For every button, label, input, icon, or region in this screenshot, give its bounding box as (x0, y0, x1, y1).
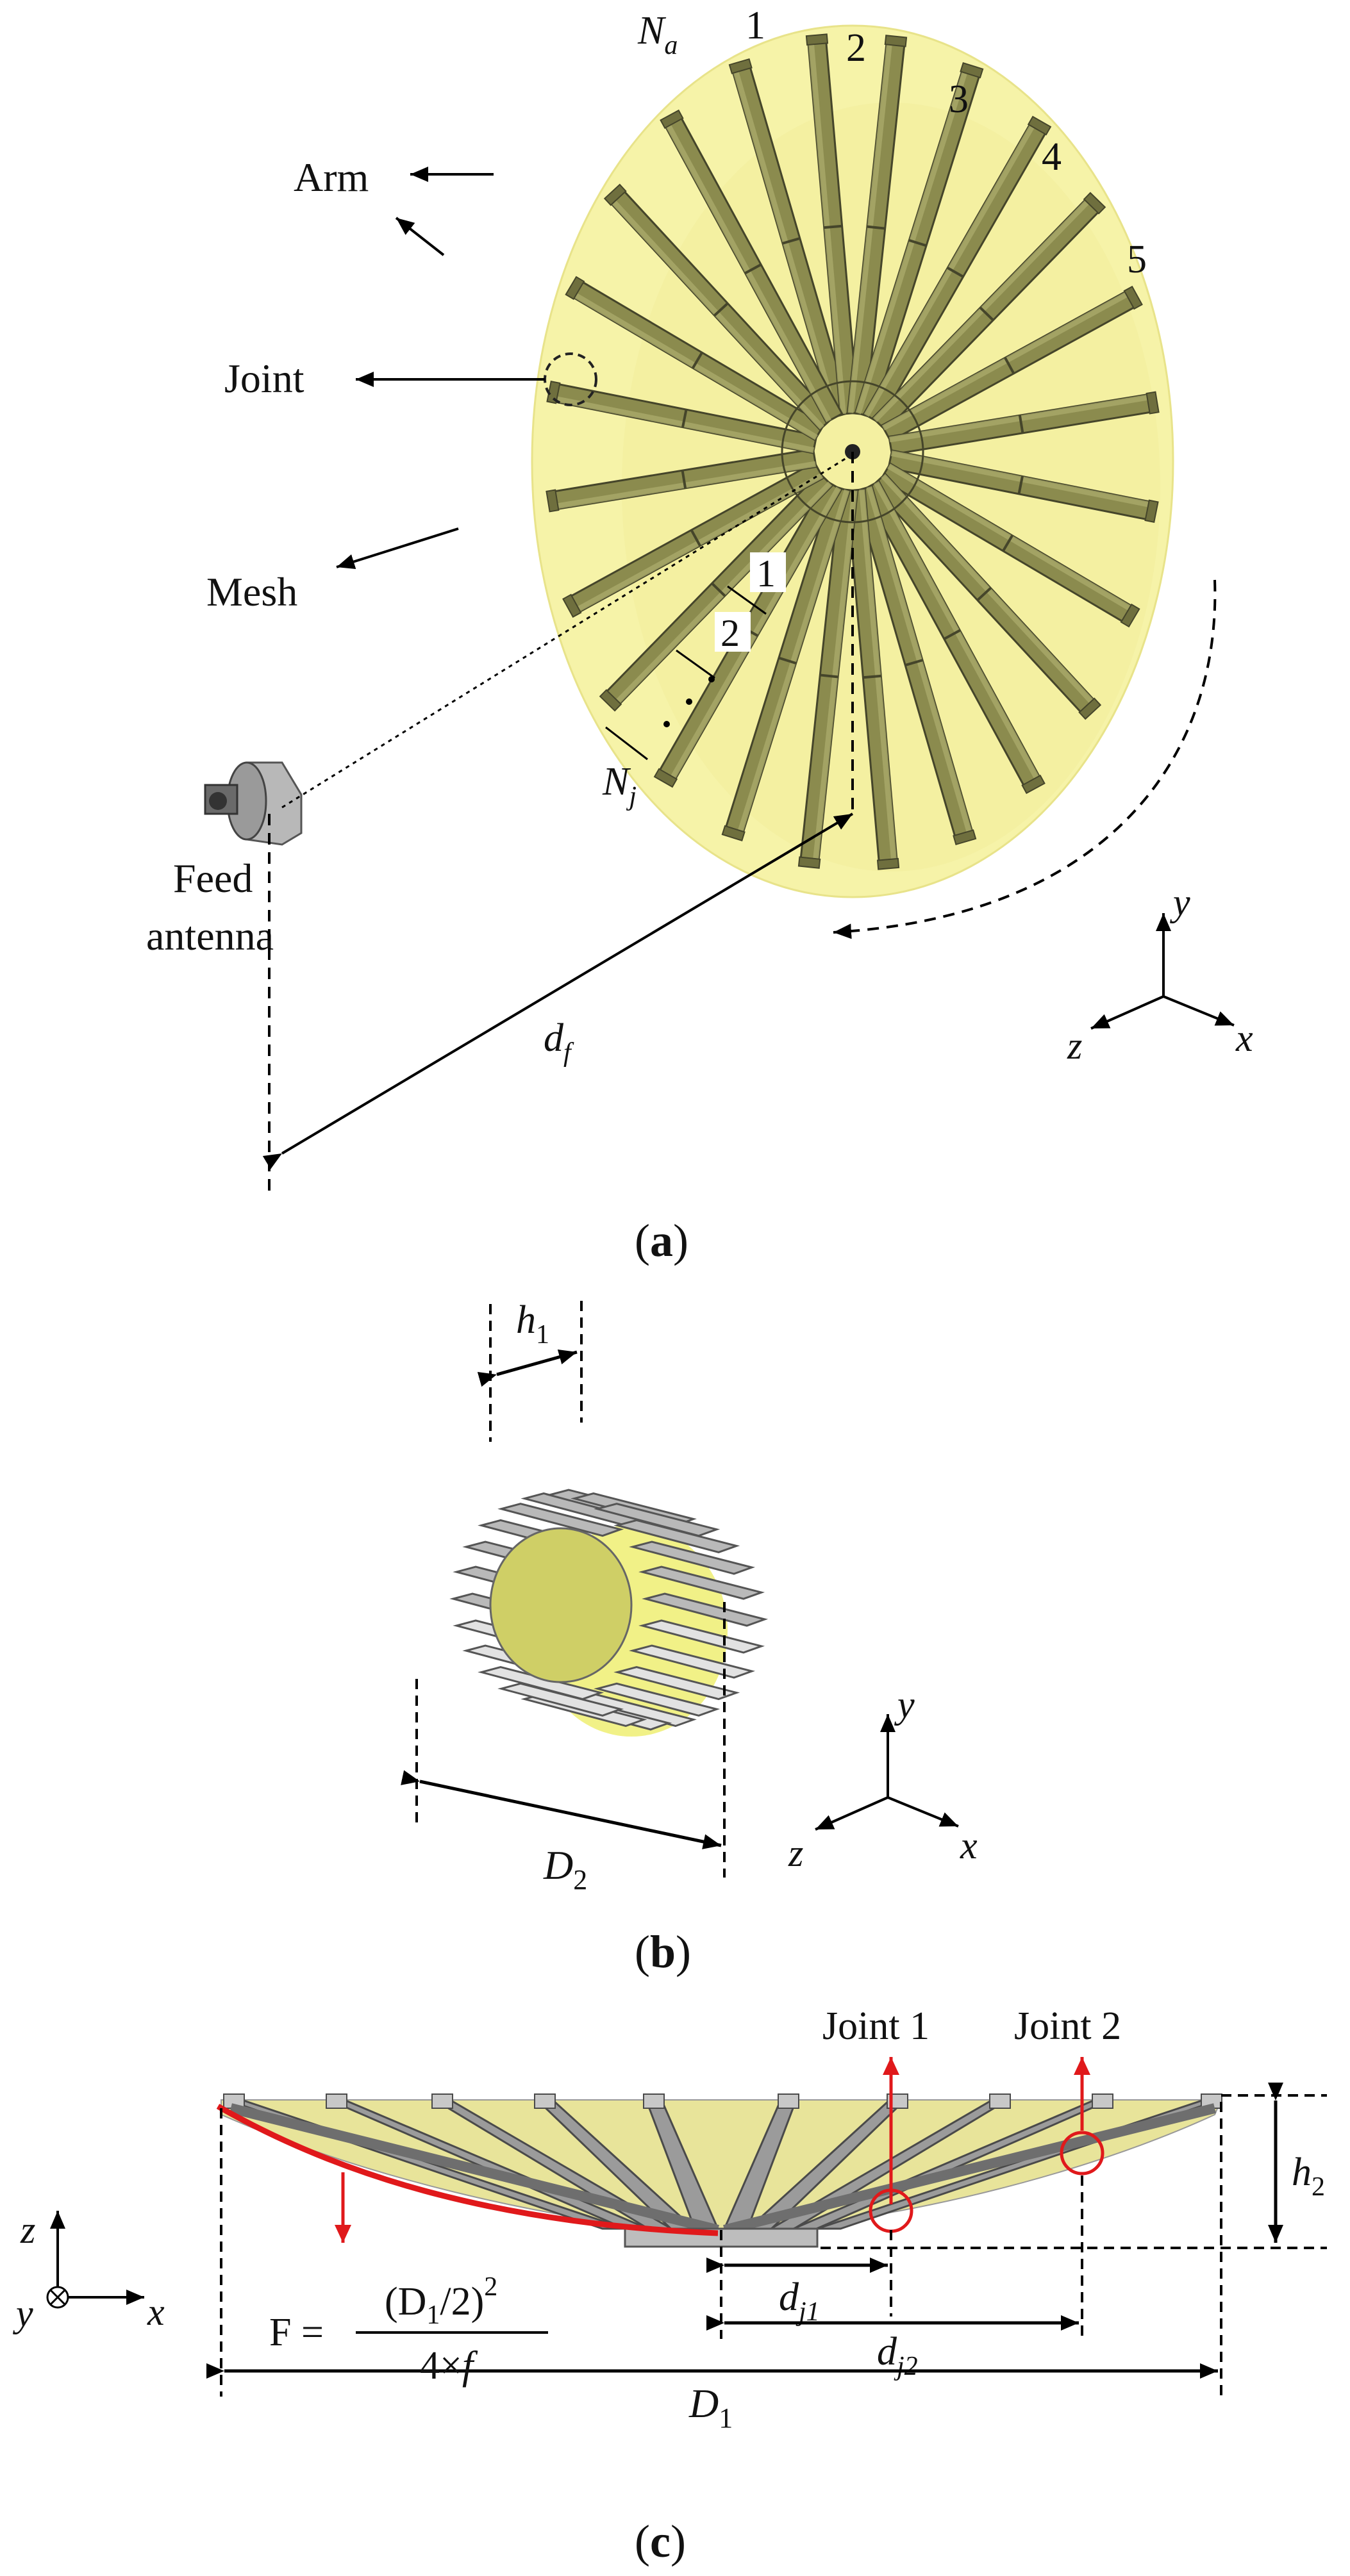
axis-y-label-b: y (894, 1683, 915, 1726)
arm (871, 472, 1102, 720)
axis-z-label-b: z (788, 1832, 803, 1874)
feed-label-line1: Feed (173, 855, 253, 901)
joint-leader-2 (676, 649, 715, 679)
axis-z-label-c: z (20, 2209, 35, 2251)
folded-arm (613, 1666, 740, 1701)
panel-c: Joint 1 Joint 2 h2 dj1 dj2 D1 F = (D1/2)… (12, 2004, 1327, 2567)
joint-label: Joint (224, 356, 304, 401)
folded-arm (497, 1682, 624, 1717)
h2-label: h2 (1292, 2151, 1325, 2202)
df-label: df (544, 1016, 574, 1068)
caption-b: (b) (635, 1926, 691, 1977)
axes-triad-c (46, 2211, 144, 2309)
nj-label: Nj (602, 760, 637, 811)
hub (781, 380, 924, 524)
axis-z-label-a: z (1067, 1025, 1082, 1067)
arm (888, 391, 1160, 456)
d2-dimension (401, 1770, 722, 1849)
joint2-label: Joint 2 (1014, 2004, 1121, 2048)
arm (603, 183, 835, 431)
arm (862, 115, 1052, 424)
rotation-arrow (833, 579, 1217, 939)
d1-label: D1 (688, 2381, 733, 2434)
folded-arm (497, 1503, 624, 1537)
arm (728, 58, 852, 419)
arm (853, 484, 977, 846)
arm-number-1: 1 (746, 4, 765, 47)
axes-triad-b (815, 1714, 959, 1831)
arm (565, 276, 826, 442)
ellipsis-dot (663, 721, 670, 727)
axes-triad-a (1090, 913, 1235, 1030)
caption-a: (a) (635, 1215, 688, 1266)
panel-b: h1 D2 y x z (b) (401, 1298, 978, 1977)
folded-arm (638, 1565, 765, 1600)
mesh-label: Mesh (206, 569, 297, 615)
joint1-label: Joint 1 (822, 2004, 929, 2048)
reflector-arms (546, 33, 1160, 870)
axis-x-label-b: x (960, 1824, 978, 1867)
arm (879, 462, 1140, 628)
panel-a: Na 1 2 3 4 5 Arm Joint Mesh 1 2 Nj (146, 4, 1253, 1266)
joint-number-2: 2 (721, 612, 740, 654)
d2-label: D2 (543, 1842, 587, 1895)
h1-dimension (477, 1349, 578, 1387)
rim-arm (229, 2103, 719, 2235)
na-label: Na (637, 9, 678, 60)
feed-antenna (204, 761, 303, 846)
arm-arrow-2 (395, 217, 445, 256)
focal-formula: F = (D1/2)2 4×f (269, 2272, 548, 2388)
feed-label-line2: antenna (146, 913, 274, 959)
arm-label: Arm (294, 154, 369, 200)
mesh-arrow (336, 527, 459, 570)
joint-number-box-2 (715, 612, 751, 652)
joint-number-box-1 (750, 552, 786, 592)
arm-number-2: 2 (846, 26, 866, 70)
caption-c: (c) (635, 2516, 686, 2567)
folded-arm (642, 1592, 769, 1627)
arm (846, 35, 908, 416)
arm (871, 192, 1106, 432)
joint-number-1: 1 (756, 552, 776, 595)
side-mesh (221, 2099, 1222, 2234)
folded-arm (638, 1619, 765, 1654)
svg-text:(D1/2)2: (D1/2)2 (385, 2272, 497, 2330)
folded-arm (629, 1540, 756, 1575)
dj1-label: dj1 (779, 2275, 820, 2327)
folded-arm (629, 1644, 756, 1679)
axis-y-label-a: y (1169, 881, 1190, 923)
arm (599, 472, 834, 712)
axis-y-label-c: y (12, 2292, 33, 2334)
arm (546, 448, 817, 513)
focal-parabola (216, 2104, 719, 2236)
side-arms (223, 2093, 1222, 2235)
arm-number-3: 3 (949, 78, 969, 121)
svg-text:F =: F = (269, 2311, 324, 2354)
folded-hub (489, 1527, 633, 1683)
arm (880, 285, 1143, 443)
folded-arm (478, 1666, 604, 1701)
joint-leader-nj (605, 726, 648, 761)
arm (546, 381, 818, 454)
folded-arm (613, 1519, 740, 1554)
arm (660, 109, 844, 424)
ellipsis-dot (708, 676, 715, 682)
joint2-circle (1060, 2131, 1104, 2176)
feed-focus-line (281, 457, 847, 809)
svg-text:4×f: 4×f (420, 2344, 478, 2388)
dj2-label: dj2 (877, 2330, 918, 2381)
df-dimension (262, 813, 854, 1169)
folded-arm (594, 1682, 721, 1717)
h1-label: h1 (516, 1298, 549, 1350)
joint-leader-1 (727, 585, 767, 615)
rim-arm (723, 2103, 1216, 2235)
arm (887, 449, 1159, 523)
axis-x-label-a: x (1235, 1017, 1253, 1059)
arm-number-5: 5 (1127, 238, 1147, 281)
arm-number-4: 4 (1042, 135, 1062, 179)
axis-x-label-c: x (147, 2291, 165, 2333)
arm (562, 461, 825, 618)
ellipsis-dot (686, 698, 692, 705)
